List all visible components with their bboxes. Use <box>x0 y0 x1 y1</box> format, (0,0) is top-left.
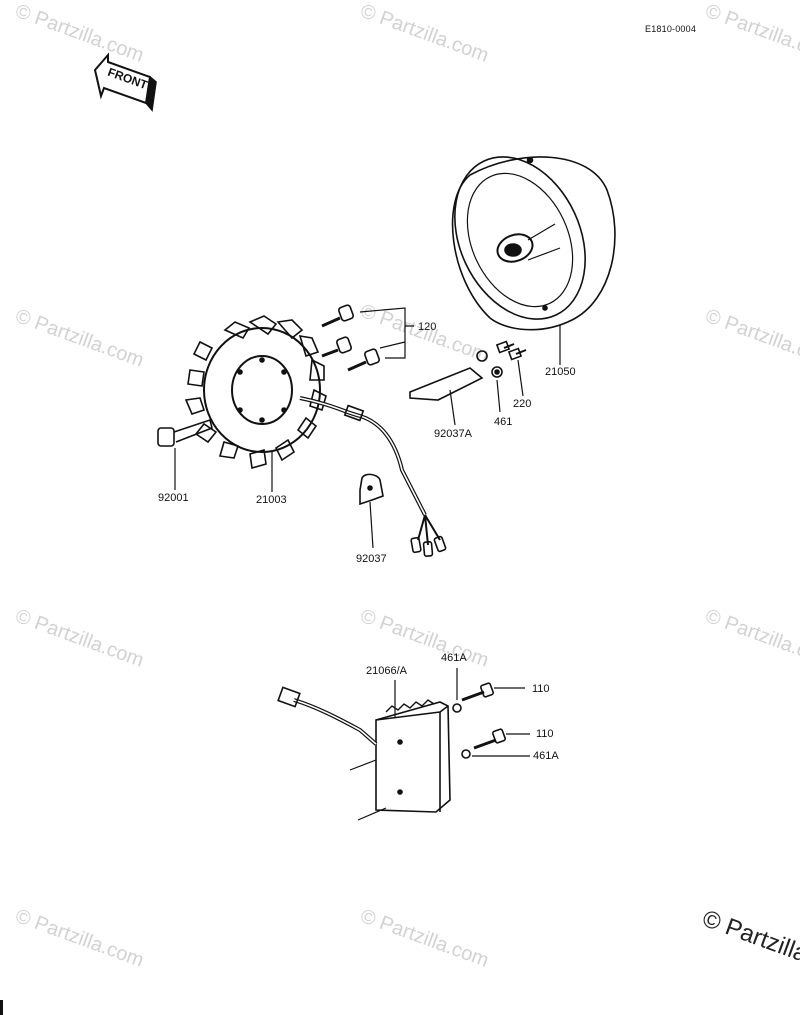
part-label-220: 220 <box>513 398 532 410</box>
part-label-92001: 92001 <box>158 492 189 504</box>
rotor-flywheel <box>451 156 616 365</box>
regulator-rectifier <box>277 680 451 821</box>
part-label-92037A: 92037A <box>434 428 472 440</box>
part-label-92037: 92037 <box>356 553 387 565</box>
wire-clamp-assembly <box>409 340 527 426</box>
part-label-110-top: 110 <box>532 683 550 695</box>
part-label-461A-bottom: 461A <box>533 750 559 762</box>
regulator-screws <box>452 668 530 759</box>
part-label-110-bottom: 110 <box>536 728 554 740</box>
stator-bolt <box>157 418 213 490</box>
part-label-120: 120 <box>418 321 437 333</box>
part-label-461: 461 <box>494 416 513 428</box>
part-label-21003: 21003 <box>256 494 287 506</box>
part-label-21066A: 21066/A <box>366 665 407 677</box>
part-label-21050: 21050 <box>545 366 576 378</box>
edge-mark <box>0 1000 3 1015</box>
cable-clamp <box>359 473 384 549</box>
stator-screws <box>321 304 414 372</box>
stator-coil <box>184 315 447 557</box>
diagram-code: E1810-0004 <box>645 24 697 34</box>
part-label-461A-top: 461A <box>441 652 467 664</box>
front-arrow-icon: FRONT <box>93 52 157 112</box>
